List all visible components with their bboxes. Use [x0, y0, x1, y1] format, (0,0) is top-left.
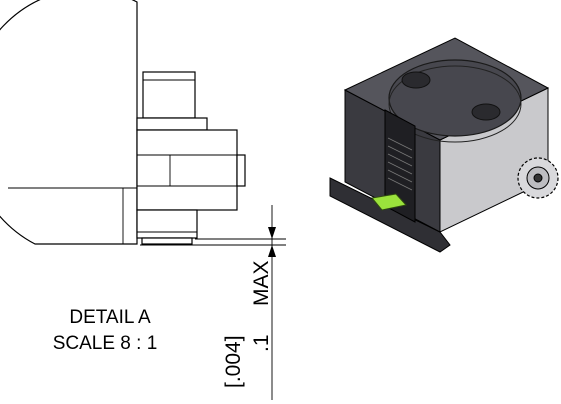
dimension-primary-value: .1: [250, 334, 273, 352]
nut-side-flat: [236, 154, 246, 187]
dimension-arrow-top: [268, 227, 276, 239]
side-gear-assembly: [517, 157, 559, 199]
dimension-tolerance: MAX: [250, 260, 273, 306]
side-gear-hub: [533, 173, 543, 183]
top-disc-rim: [388, 65, 522, 143]
dimension-arrow-bottom: [268, 245, 276, 257]
front-slot: [384, 109, 416, 223]
bolt-tip: [141, 237, 193, 245]
detail-scale: SCALE 8 : 1: [53, 333, 158, 354]
housing-outline: [0, 0, 138, 245]
top-hole-left: [401, 71, 431, 89]
internal-gear-stack: [387, 137, 413, 191]
detail-a-view: [0, 0, 286, 246]
highlighted-component: [371, 193, 407, 211]
bolt-head: [142, 71, 196, 119]
gap-dimension: MAX .1 [.004]: [222, 205, 276, 400]
top-hole-right: [471, 103, 501, 121]
nut-body: [136, 129, 238, 211]
isometric-part-render: [329, 37, 559, 253]
dimension-secondary-value: [.004]: [222, 335, 245, 388]
washer: [136, 117, 208, 131]
bolt-shank: [136, 209, 198, 239]
base-flange: [329, 177, 451, 253]
detail-title: DETAIL A: [69, 307, 151, 328]
